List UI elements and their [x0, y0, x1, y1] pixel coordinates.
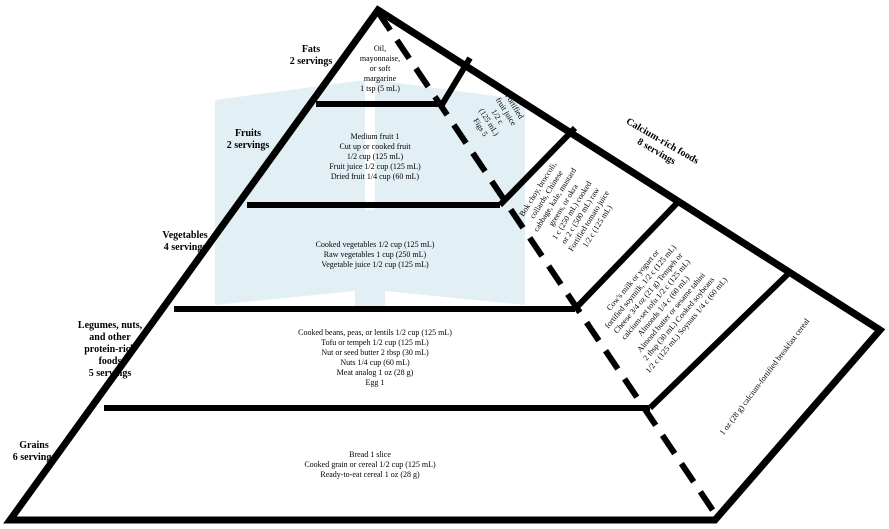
fruits-food-3: Fruit juice 1/2 cup (125 mL): [329, 162, 421, 171]
fruits-food-4: Dried fruit 1/4 cup (60 mL): [330, 172, 420, 181]
legumes-servings: 5 servings: [88, 368, 132, 379]
legumes-food-1: Tofu or tempeh 1/2 cup (125 mL): [321, 338, 429, 347]
foods-grains: Bread 1 slice Cooked grain or cereal 1/2…: [280, 450, 460, 480]
label-grains: Grains 6 servings: [4, 440, 64, 464]
fruits-name: Fruits: [234, 128, 262, 139]
vegetables-name: Vegetables: [162, 230, 208, 241]
grains-servings: 6 servings: [12, 452, 56, 463]
fruits-food-2: 1/2 cup (125 mL): [346, 152, 404, 161]
grains-food-2: Ready-to-eat cereal 1 oz (28 g): [320, 470, 420, 479]
vegetables-servings: 4 servings: [163, 242, 207, 253]
foods-vegetables: Cooked vegetables 1/2 cup (125 mL) Raw v…: [290, 240, 460, 270]
fats-food-4: 1 tsp (5 mL): [360, 84, 400, 93]
grains-name: Grains: [19, 440, 49, 451]
calcium-divider-2: [497, 125, 578, 208]
legumes-name-4: foods: [98, 356, 122, 367]
calcium-divider-3: [572, 197, 683, 312]
legumes-food-0: Cooked beans, peas, or lentils 1/2 cup (…: [298, 328, 452, 337]
fats-name: Fats: [301, 44, 321, 55]
foods-fats: Oil, mayonnaise, or soft margarine 1 tsp…: [340, 44, 420, 94]
pyramid-right-edge: [376, 7, 882, 333]
foods-fruits: Medium fruit 1 Cut up or cooked fruit 1/…: [300, 132, 450, 182]
fats-food-2: or soft: [369, 64, 391, 73]
watermark-book-icon: [215, 80, 525, 310]
fruits-food-0: Medium fruit 1: [350, 132, 400, 141]
legumes-food-4: Meat analog 1 oz (28 g): [336, 368, 414, 377]
vegetables-food-1: Raw vegetables 1 cup (250 mL): [323, 250, 427, 259]
legumes-food-2: Nut or seed butter 2 tbsp (30 mL): [321, 348, 429, 357]
fats-servings: 2 servings: [289, 56, 333, 67]
legumes-name-2: and other: [89, 332, 131, 343]
fats-food-0: Oil,: [373, 44, 387, 53]
legumes-name-3: protein-rich: [84, 344, 136, 355]
fats-food-1: mayonnaise,: [359, 54, 401, 63]
vegetables-food-0: Cooked vegetables 1/2 cup (125 mL): [315, 240, 435, 249]
legumes-food-5: Egg 1: [365, 378, 385, 387]
label-legumes: Legumes, nuts, and other protein-rich fo…: [68, 320, 152, 380]
foods-legumes: Cooked beans, peas, or lentils 1/2 cup (…: [270, 328, 480, 388]
calcium-divider-1: [437, 56, 473, 110]
label-fruits: Fruits 2 servings: [218, 128, 278, 152]
label-vegetables: Vegetables 4 servings: [150, 230, 220, 254]
legumes-name-1: Legumes, nuts,: [77, 320, 143, 331]
grains-food-0: Bread 1 slice: [349, 450, 391, 459]
label-fats: Fats 2 servings: [276, 44, 346, 68]
fruits-food-1: Cut up or cooked fruit: [339, 142, 411, 151]
fruits-servings: 2 servings: [226, 140, 270, 151]
legumes-food-3: Nuts 1/4 cup (60 mL): [340, 358, 410, 367]
fats-food-3: margarine: [363, 74, 397, 83]
calcium-divider-4: [647, 269, 793, 411]
grains-food-1: Cooked grain or cereal 1/2 cup (125 mL): [304, 460, 436, 469]
vegetables-food-2: Vegetable juice 1/2 cup (125 mL): [321, 260, 429, 269]
